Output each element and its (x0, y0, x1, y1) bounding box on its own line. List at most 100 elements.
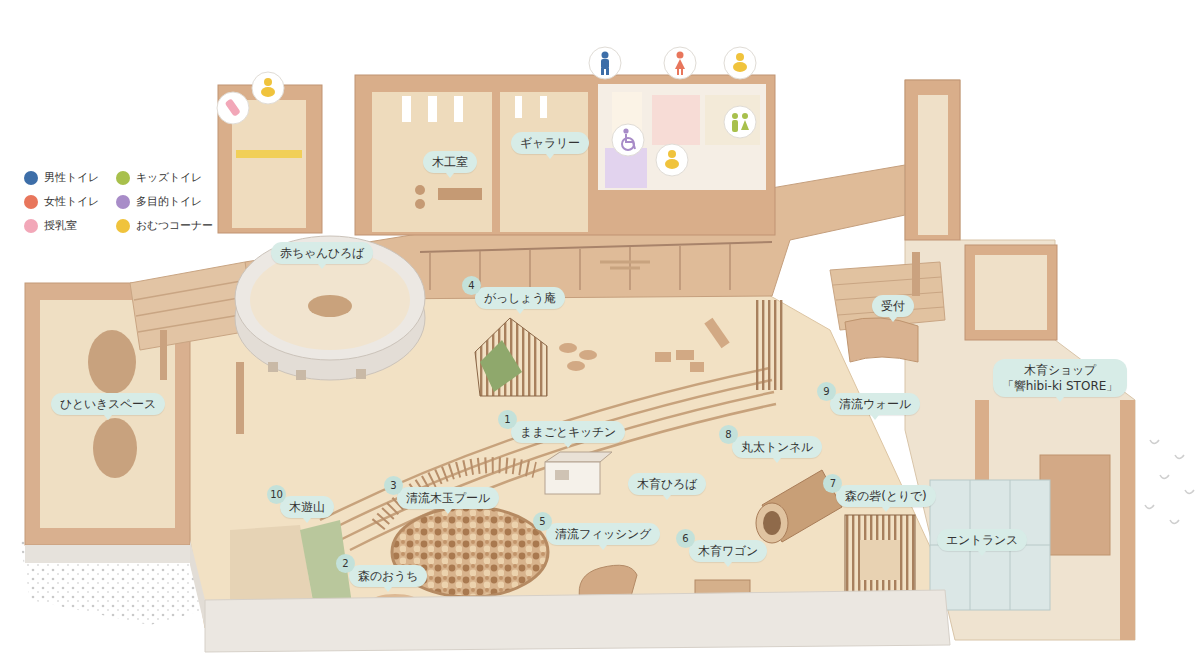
place-name: 木育ショップ (1002, 362, 1119, 378)
icon-male (589, 47, 621, 79)
icon-female (675, 59, 685, 69)
icon-accessible (612, 124, 644, 156)
legend-swatch (116, 171, 130, 185)
icon-kids (732, 113, 738, 119)
callout-number: 9 (817, 382, 836, 401)
legend-text: 女性トイレ (44, 194, 99, 209)
top-building (515, 96, 522, 118)
legend: 男性トイレキッズトイレ女性トイレ多目的トイレ授乳室おむつコーナー (24, 170, 213, 233)
place-label: 木育ショップ「響hibi-ki STORE」 (993, 359, 1128, 397)
icon-diaper (656, 144, 688, 176)
legend-text: 授乳室 (44, 218, 77, 233)
fort (845, 515, 915, 600)
callout-number: 4 (462, 276, 481, 295)
pill-tail (546, 154, 554, 159)
top-building (500, 92, 588, 232)
icon-kids (724, 106, 756, 138)
gassho-hut (567, 361, 585, 371)
left-room (25, 545, 190, 563)
gassho-hut (559, 343, 577, 353)
place-name: エントランス (946, 532, 1018, 548)
place-name: 清流フィッシング (555, 526, 651, 542)
place-name: 木育ワゴン (698, 543, 758, 559)
legend-item: 多目的トイレ (116, 194, 213, 209)
icon-nursing (225, 98, 241, 117)
icon-male (601, 59, 609, 69)
place-name: 清流木玉プール (406, 490, 490, 506)
legend-text: 男性トイレ (44, 170, 99, 185)
icon-diaper (252, 72, 284, 104)
top-building (428, 96, 437, 122)
callout-number: 7 (823, 474, 842, 493)
icon-nursing (217, 92, 249, 124)
place-name: 森のおうち (358, 568, 418, 584)
edge-decor (1145, 440, 1194, 524)
place-name: 木工室 (432, 154, 468, 170)
kitchen (545, 452, 612, 494)
gassho-hut (676, 350, 694, 360)
right-building (905, 80, 960, 240)
icon-female (664, 47, 696, 79)
right-building (975, 400, 989, 480)
pill-tail (889, 317, 897, 322)
place-name: 森の砦(とりで) (845, 488, 926, 504)
callout-number: 5 (533, 512, 552, 531)
upper-deck (420, 242, 772, 252)
icon-kids (732, 120, 738, 132)
place-name: 木遊山 (289, 499, 325, 515)
place-label: 4がっしょう庵 (475, 287, 565, 309)
top-building (438, 188, 482, 200)
place-name: ギャラリー (520, 135, 580, 151)
log-tunnel (756, 503, 788, 543)
gassho-hut (690, 362, 704, 372)
kitchen (555, 470, 569, 480)
pill-tail (104, 415, 112, 420)
reception (912, 252, 920, 296)
river-stripes (330, 380, 772, 530)
pill-tail (516, 309, 524, 314)
icon-accessible (626, 134, 635, 149)
pill-tail (871, 415, 879, 420)
place-name: 赤ちゃんひろば (280, 245, 364, 261)
pill-tail (318, 264, 326, 269)
nursing-room (236, 150, 302, 158)
baby-circle-room (235, 236, 425, 380)
icon-female (677, 52, 684, 59)
icon-diaper (656, 144, 688, 176)
kitchen (545, 462, 600, 494)
kitchen (545, 452, 612, 462)
legend-text: 多目的トイレ (136, 194, 202, 209)
river-stripes (340, 392, 774, 540)
place-label: ひといきスペース (51, 393, 165, 415)
icon-nursing (217, 92, 249, 124)
left-room (93, 418, 137, 478)
callout-number: 2 (336, 554, 355, 573)
place-label: 2森のおうち (349, 565, 427, 587)
place-name: 「響hibi-ki STORE」 (1002, 378, 1119, 394)
pill-tail (384, 587, 392, 592)
place-label: 10木遊山 (280, 496, 334, 518)
icon-diaper (665, 159, 679, 169)
top-building (454, 96, 463, 122)
legend-item: 男性トイレ (24, 170, 116, 185)
pill-tail (599, 545, 607, 550)
log-tunnel (756, 470, 842, 543)
pill-tail (978, 551, 986, 556)
place-name: ひといきスペース (60, 396, 156, 412)
callout-number: 1 (498, 410, 517, 429)
right-building (975, 255, 1047, 330)
reception (830, 252, 945, 362)
nursing-room (218, 85, 322, 233)
log-tunnel (763, 511, 781, 535)
place-name: 受付 (881, 298, 905, 314)
callout-number: 10 (267, 485, 286, 504)
front-wall (205, 590, 950, 652)
place-name: ままごとキッチン (520, 424, 616, 440)
left-stones (20, 540, 205, 625)
bleacher-steps (236, 362, 244, 434)
place-label: 木工室 (423, 151, 477, 173)
legend-swatch (24, 171, 38, 185)
baby-circle-room (235, 236, 425, 360)
